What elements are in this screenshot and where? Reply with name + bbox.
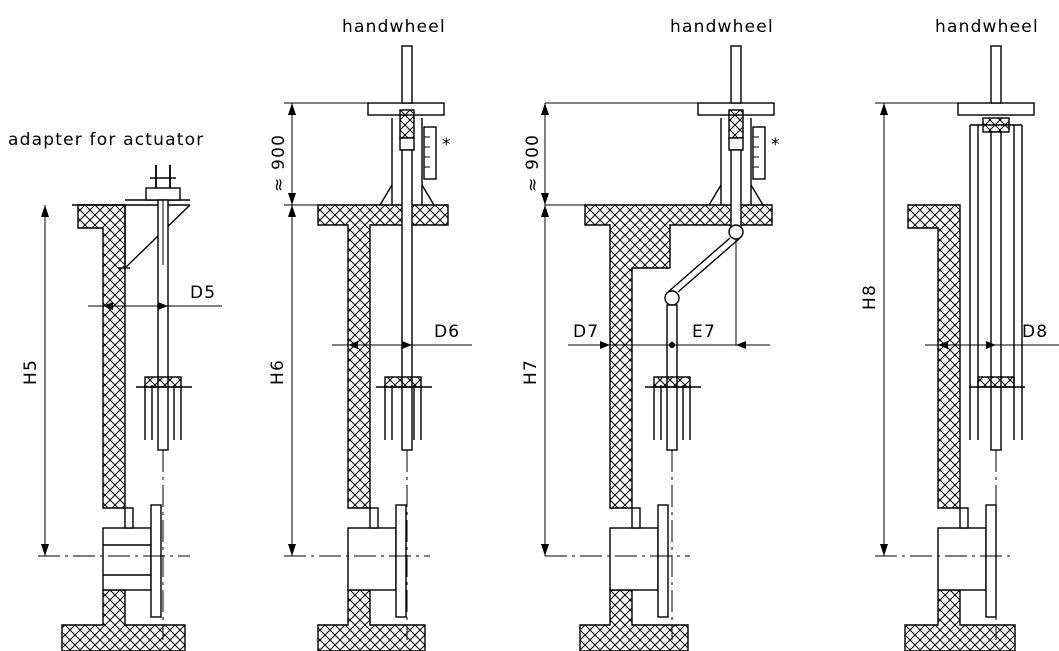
asterisk-1: * <box>442 135 452 155</box>
view-h5: adapter for actuator D5 <box>8 130 222 651</box>
dim-900-1: ≈ 900 <box>269 134 289 192</box>
view-h7: handwheel * <box>521 17 781 651</box>
dim-900-2: ≈ 900 <box>523 134 543 192</box>
wall-section <box>77 204 126 509</box>
handwheel-label-3: handwheel <box>935 17 1039 37</box>
floor-section <box>61 589 186 651</box>
dim-e7: E7 <box>692 322 716 342</box>
dim-d6: D6 <box>434 322 460 342</box>
dim-d7: D7 <box>573 322 599 342</box>
handwheel-label-1: handwheel <box>342 17 446 37</box>
view-h6: handwheel * ≈ 90 <box>268 17 472 651</box>
asterisk-2: * <box>771 135 781 155</box>
dim-h7: H7 <box>521 359 541 385</box>
handwheel-label-2: handwheel <box>670 17 774 37</box>
dim-h8: H8 <box>860 284 880 310</box>
dim-h5: H5 <box>21 359 41 385</box>
view-h8: handwheel H8 D8 <box>860 17 1059 651</box>
dim-d5: D5 <box>190 283 216 303</box>
dim-d8: D8 <box>1022 322 1048 342</box>
dim-h6: H6 <box>268 359 288 385</box>
adapter-label: adapter for actuator <box>8 130 204 150</box>
